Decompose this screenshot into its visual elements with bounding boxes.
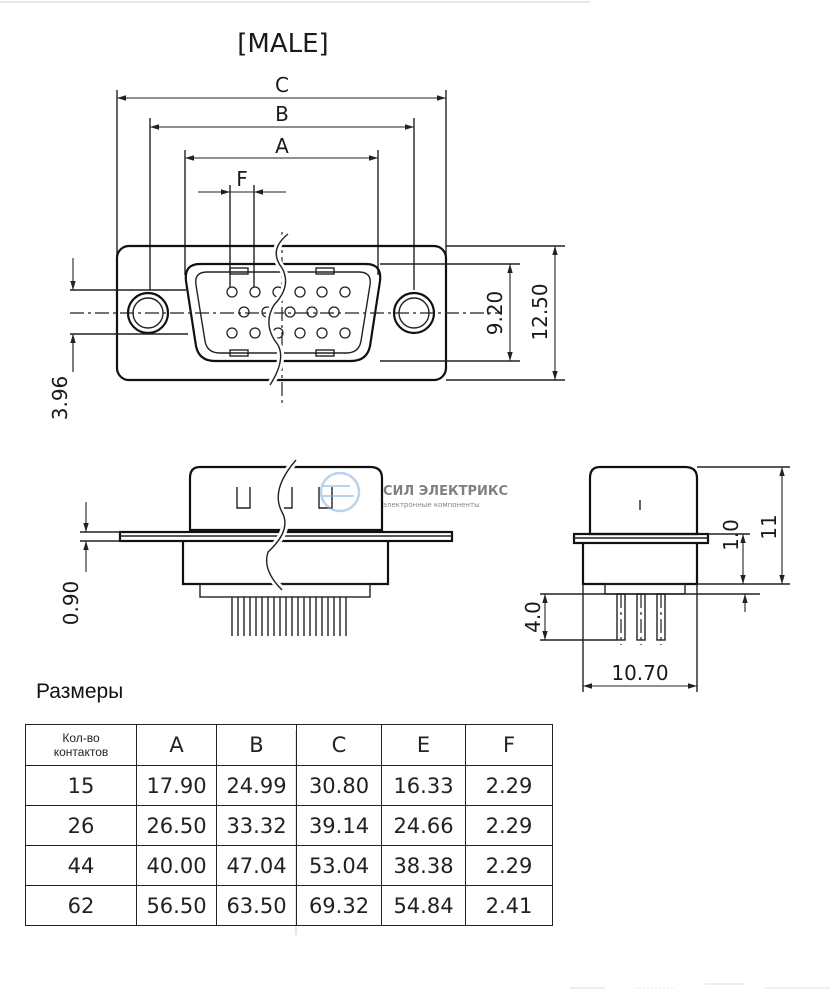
watermark-tagline: электронные компоненты <box>383 501 480 509</box>
cell-c: 69.32 <box>296 885 382 926</box>
cell-e: 24.66 <box>381 805 466 846</box>
table-header-row: Кол-во контактов A B C E F <box>25 724 553 766</box>
header-col-a: A <box>136 724 217 766</box>
shell-inner <box>195 271 371 354</box>
cell-b: 63.50 <box>216 885 297 926</box>
table-row: 44 40.00 47.04 53.04 38.38 2.29 <box>25 845 553 886</box>
cell-b: 47.04 <box>216 845 297 886</box>
header-contact-count: Кол-во контактов <box>25 724 137 766</box>
cell-b: 24.99 <box>216 765 297 806</box>
watermark-brand: СИЛ ЭЛЕКТРИКС <box>383 484 508 499</box>
cell-a: 17.90 <box>136 765 217 806</box>
table-row: 62 56.50 63.50 69.32 54.84 2.41 <box>25 885 553 926</box>
cell-e: 38.38 <box>381 845 466 886</box>
drawing-title: [MALE] <box>237 29 328 59</box>
front-view: C B A F <box>48 73 565 420</box>
cell-f: 2.29 <box>465 845 553 886</box>
footer-faint-marks <box>570 983 830 989</box>
cell-a: 40.00 <box>136 845 217 886</box>
cell-f: 2.41 <box>465 885 553 926</box>
cell-count: 62 <box>25 885 137 926</box>
header-qty-line2: контактов <box>53 745 109 759</box>
cell-count: 44 <box>25 845 137 886</box>
cell-f: 2.29 <box>465 805 553 846</box>
cell-c: 53.04 <box>296 845 382 886</box>
cell-count: 15 <box>25 765 137 806</box>
table-row: 15 17.90 24.99 30.80 16.33 2.29 <box>25 765 553 806</box>
side-view-short: 1.0 11 4.0 10.70 <box>521 465 790 692</box>
dimensions-table: Кол-во контактов A B C E F 15 17.90 24.9… <box>25 724 553 926</box>
header-col-b: B <box>216 724 297 766</box>
header-col-c: C <box>296 724 382 766</box>
cell-e: 16.33 <box>381 765 466 806</box>
label-f: F <box>236 167 248 191</box>
label-396: 3.96 <box>48 376 72 421</box>
label-b: B <box>275 102 289 126</box>
label-a: A <box>275 134 289 158</box>
watermark: СИЛ ЭЛЕКТРИКС электронные компоненты <box>319 471 508 513</box>
header-col-f: F <box>465 724 553 766</box>
label-1070: 10.70 <box>611 661 668 685</box>
label-11: 11 <box>757 514 781 539</box>
cell-b: 33.32 <box>216 805 297 846</box>
label-1250: 12.50 <box>528 283 552 340</box>
table-row: 26 26.50 33.32 39.14 24.66 2.29 <box>25 805 553 846</box>
header-col-e: E <box>381 724 466 766</box>
shell-outer <box>184 262 382 363</box>
label-40: 4.0 <box>521 601 545 633</box>
label-920: 9.20 <box>483 291 507 336</box>
cell-a: 26.50 <box>136 805 217 846</box>
watermark-logo-icon <box>319 471 361 513</box>
header-qty-line1: Кол-во <box>62 731 100 745</box>
side-view-long: 0.90 <box>59 457 454 636</box>
shell-body <box>188 465 384 532</box>
label-090: 0.90 <box>59 581 83 626</box>
cell-f: 2.29 <box>465 765 553 806</box>
label-c: C <box>275 73 289 97</box>
cell-c: 39.14 <box>296 805 382 846</box>
cell-a: 56.50 <box>136 885 217 926</box>
cell-e: 54.84 <box>381 885 466 926</box>
cell-c: 30.80 <box>296 765 382 806</box>
cell-count: 26 <box>25 805 137 846</box>
table-heading: Размеры <box>36 680 124 703</box>
label-10: 1.0 <box>719 519 743 551</box>
